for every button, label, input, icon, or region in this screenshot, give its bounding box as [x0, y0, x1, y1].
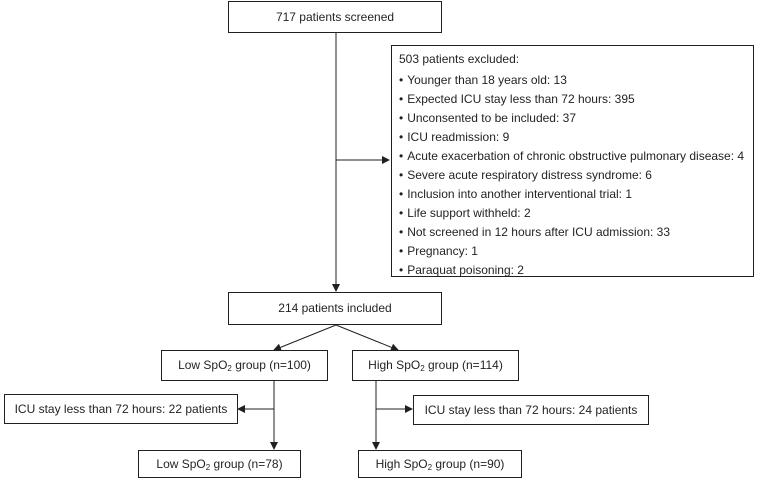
exclusion-item: Not screened in 12 hours after ICU admis…: [399, 223, 745, 242]
screened-box: 717 patients screened: [228, 1, 442, 33]
high-excluded-label: ICU stay less than 72 hours: 24 patients: [424, 402, 638, 417]
exclusion-item: Acute exacerbation of chronic obstructiv…: [399, 147, 745, 166]
exclusion-list: Younger than 18 years old: 13 Expected I…: [399, 71, 745, 280]
high-excluded-box: ICU stay less than 72 hours: 24 patients: [413, 395, 649, 425]
exclusion-item: Life support withheld: 2: [399, 204, 745, 223]
exclusion-item: Younger than 18 years old: 13: [399, 71, 745, 90]
exclusion-item: ICU readmission: 9: [399, 128, 745, 147]
low-final-box: Low SpO2 group (n=78): [138, 450, 301, 478]
excluded-box: 503 patients excluded: Younger than 18 y…: [391, 45, 754, 277]
low-final-label: Low SpO2 group (n=78): [156, 456, 283, 472]
high-final-box: High SpO2 group (n=90): [358, 450, 522, 478]
arrow-included-to-high: [335, 324, 399, 352]
low-group-label: Low SpO2 group (n=100): [178, 358, 311, 373]
low-group-box: Low SpO2 group (n=100): [161, 350, 328, 381]
exclusion-item: Paraquat poisoning: 2: [399, 261, 745, 280]
high-group-box: High SpO2 group (n=114): [352, 350, 519, 381]
exclusion-item: Inclusion into another interventional tr…: [399, 185, 745, 204]
exclusion-item: Unconsented to be included: 37: [399, 109, 745, 128]
low-excluded-label: ICU stay less than 72 hours: 22 patients: [14, 401, 228, 416]
high-final-label: High SpO2 group (n=90): [375, 456, 505, 472]
included-label: 214 patients included: [278, 301, 392, 315]
high-group-label: High SpO2 group (n=114): [368, 358, 503, 373]
low-excluded-box: ICU stay less than 72 hours: 22 patients: [4, 394, 238, 424]
arrow-included-to-low: [273, 324, 337, 352]
included-box: 214 patients included: [228, 292, 442, 325]
exclusion-item: Expected ICU stay less than 72 hours: 39…: [399, 90, 745, 109]
screened-label: 717 patients screened: [275, 9, 395, 24]
excluded-title: 503 patients excluded:: [399, 52, 520, 66]
exclusion-item: Pregnancy: 1: [399, 242, 745, 261]
exclusion-item: Severe acute respiratory distress syndro…: [399, 166, 745, 185]
